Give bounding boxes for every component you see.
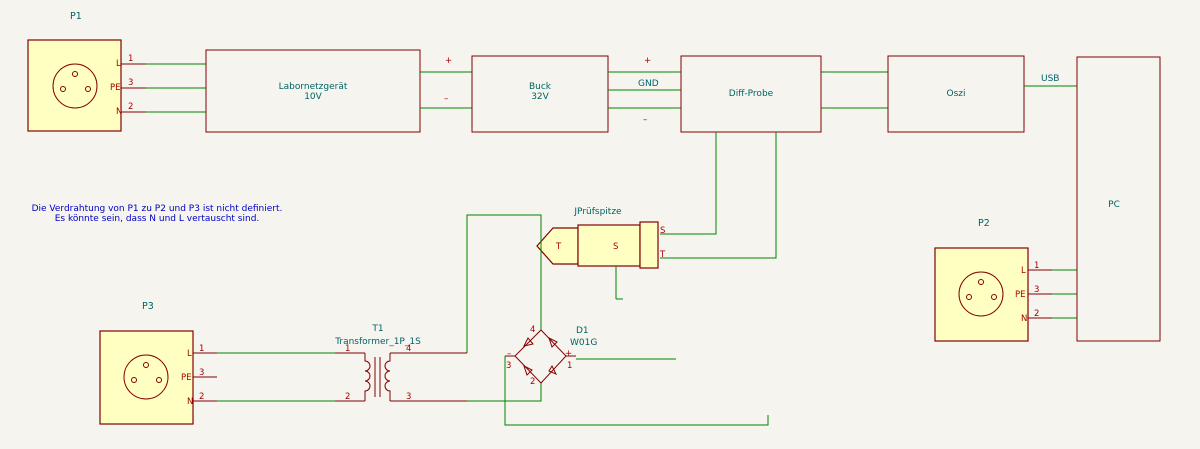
socket-p1-num: 3 xyxy=(128,78,133,88)
socket-p1-hole-icon xyxy=(72,71,78,77)
socket-p1-pin-l: L xyxy=(116,59,121,69)
socket-p2-pin-pe: PE xyxy=(1015,290,1026,300)
socket-p1-pin-pe: PE xyxy=(110,83,121,93)
socket-p2-body xyxy=(934,247,1029,342)
rectifier-pin: 1 xyxy=(567,361,572,371)
socket-p2-pin-n: N xyxy=(1021,314,1027,324)
block-pc-frame xyxy=(1076,56,1161,342)
probe-tip-ref: JPrüfspitze xyxy=(573,207,622,217)
socket-p2-num: 2 xyxy=(1034,309,1039,319)
block-psu-name: Labornetzgerät xyxy=(279,82,348,92)
socket-p2-ref: P2 xyxy=(978,218,990,229)
transformer-t1[interactable]: T1 Transformer_1P_1S 1 4 2 3 xyxy=(334,324,467,402)
socket-p3-body xyxy=(99,330,194,425)
label-psu-plus: + xyxy=(445,56,452,66)
transformer-value: Transformer_1P_1S xyxy=(334,337,421,347)
rectifier-pin: 2 xyxy=(530,377,535,387)
socket-p3-hole-icon xyxy=(143,362,149,368)
transformer-pin: 4 xyxy=(406,344,411,354)
block-diff-probe-frame xyxy=(680,55,822,133)
block-buck[interactable]: Buck 32V xyxy=(471,55,609,133)
wire-rectifier-minus xyxy=(504,356,769,426)
rectifier-pin: 3 xyxy=(506,361,511,371)
socket-p1-ref: P1 xyxy=(70,11,82,22)
wiring-note-line2: Es könnte sein, dass N und L vertauscht … xyxy=(55,214,260,224)
socket-p3-num: 2 xyxy=(199,392,204,402)
socket-p3-num: 3 xyxy=(199,368,204,378)
block-oszi-frame xyxy=(887,55,1025,133)
rectifier-d1[interactable]: D1 W01G 4 3 1 2 – + xyxy=(505,325,597,387)
socket-p1-body xyxy=(27,39,122,132)
label-buck-plus: + xyxy=(644,56,651,66)
probe-tip[interactable]: JPrüfspitze T S S T xyxy=(536,207,666,300)
block-psu[interactable]: Labornetzgerät 10V xyxy=(205,49,421,133)
rectifier-minus: – xyxy=(507,349,511,359)
socket-p2-hole-icon xyxy=(978,279,984,285)
rectifier-value: W01G xyxy=(570,338,597,348)
rectifier-diode-icon xyxy=(523,337,558,376)
socket-p1-hole-icon xyxy=(85,86,91,92)
socket-p2-pin-l: L xyxy=(1021,266,1026,276)
label-buck-minus: – xyxy=(643,115,647,125)
wire-probe-s xyxy=(660,132,717,235)
transformer-secondary-coil-icon xyxy=(384,353,391,401)
block-buck-frame xyxy=(471,55,609,133)
wire-probe-t xyxy=(660,132,777,259)
block-buck-name: Buck xyxy=(529,82,552,92)
probe-tip-cap xyxy=(639,221,659,269)
block-diff-probe-label: Diff-Probe xyxy=(729,89,774,99)
rectifier-plus: + xyxy=(565,349,572,359)
rectifier-bridge-icon xyxy=(514,329,567,384)
block-psu-frame xyxy=(205,49,421,133)
socket-p1-hole-icon xyxy=(60,86,66,92)
rectifier-pin: 4 xyxy=(530,325,535,335)
socket-p1-pin-n: N xyxy=(116,107,122,117)
socket-p1-num: 2 xyxy=(128,102,133,112)
label-buck-gnd: GND xyxy=(638,79,659,89)
socket-p3-hole-icon xyxy=(156,377,162,383)
socket-p3-pin-pe: PE xyxy=(181,373,192,383)
label-usb: USB xyxy=(1041,74,1059,84)
probe-tip-pin-t: T xyxy=(659,250,666,260)
probe-tip-t-label: T xyxy=(555,242,562,252)
socket-p1-outline-icon xyxy=(52,63,98,109)
transformer-primary-coil-icon xyxy=(364,353,371,401)
socket-p3[interactable]: P3 L PE N 1 3 2 xyxy=(99,301,217,425)
probe-tip-sleeve xyxy=(577,224,641,267)
block-pc[interactable]: PC xyxy=(1076,56,1161,342)
socket-p2[interactable]: P2 L PE N 1 3 2 xyxy=(934,218,1052,342)
block-buck-voltage: 32V xyxy=(531,92,549,102)
transformer-pin: 2 xyxy=(345,392,350,402)
socket-p3-ref: P3 xyxy=(142,301,154,312)
socket-p1[interactable]: P1 L PE N 1 3 2 xyxy=(27,11,146,132)
socket-p2-num: 1 xyxy=(1034,261,1039,271)
block-oszi-label: Oszi xyxy=(947,89,966,99)
socket-p3-outline-icon xyxy=(123,354,169,400)
socket-p3-pin-n: N xyxy=(187,397,193,407)
transformer-pin: 3 xyxy=(406,392,411,402)
probe-tip-point-icon xyxy=(536,227,579,265)
wire-secondary-top xyxy=(466,214,542,353)
transformer-pin: 1 xyxy=(345,344,350,354)
socket-p2-outline-icon xyxy=(958,271,1004,317)
socket-p3-num: 1 xyxy=(199,344,204,354)
socket-p1-num: 1 xyxy=(128,54,133,64)
transformer-ref: T1 xyxy=(371,324,383,334)
socket-p2-num: 3 xyxy=(1034,285,1039,295)
block-diff-probe[interactable]: Diff-Probe xyxy=(680,55,822,133)
socket-p2-hole-icon xyxy=(991,294,997,300)
wiring-note-line1: Die Verdrahtung von P1 zu P2 und P3 ist … xyxy=(32,204,283,214)
socket-p2-hole-icon xyxy=(966,294,972,300)
block-oszi[interactable]: Oszi xyxy=(887,55,1025,133)
rectifier-ref: D1 xyxy=(576,326,589,336)
probe-tip-s-label: S xyxy=(613,242,618,252)
label-psu-minus: – xyxy=(444,94,448,104)
socket-p3-hole-icon xyxy=(131,377,137,383)
block-psu-voltage: 10V xyxy=(304,92,322,102)
wire-secondary-bottom xyxy=(467,383,542,402)
socket-p3-pin-l: L xyxy=(187,349,192,359)
block-pc-label: PC xyxy=(1108,200,1120,210)
probe-tip-pin-s: S xyxy=(660,226,665,236)
